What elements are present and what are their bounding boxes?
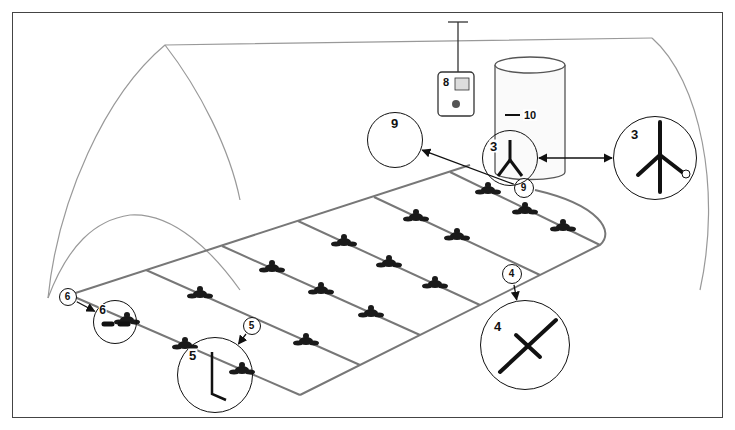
marker-circle: 6 (59, 288, 77, 306)
callout-circle: 5 (177, 337, 253, 413)
water-tank (495, 57, 565, 180)
callout-arrow (514, 285, 517, 300)
marker-circle: 4 (502, 264, 522, 284)
callout-circle: 3 (482, 130, 538, 186)
callout-arrow (77, 302, 95, 312)
callout-arrow (239, 334, 247, 344)
callout-number: 3 (630, 127, 639, 140)
callout-arrow (539, 157, 612, 158)
callout-circle: 4 (480, 300, 570, 390)
callout-number: 9 (520, 183, 528, 193)
callout-number: 5 (188, 348, 197, 361)
callout-number: 5 (248, 321, 256, 331)
callout-number: 4 (493, 319, 502, 332)
callout-number: 6 (98, 304, 107, 316)
callout-circle: 9 (367, 112, 423, 168)
callout-circle: 3 (613, 116, 697, 200)
callout-number: 6 (64, 292, 72, 302)
callout-circle: 6 (93, 300, 137, 344)
callout-arrow (422, 150, 514, 184)
callout-number: 3 (489, 139, 498, 152)
callout-number: 10 (523, 110, 537, 121)
callout-number: 8 (442, 77, 450, 88)
lateral-pipes (60, 165, 605, 395)
frame (13, 13, 723, 418)
marker-circle: 5 (243, 317, 261, 335)
plants (114, 182, 576, 375)
controller (438, 22, 474, 116)
marker-circle: 9 (514, 178, 534, 198)
callout-number: 4 (508, 269, 516, 279)
callout-number: 9 (390, 116, 399, 129)
